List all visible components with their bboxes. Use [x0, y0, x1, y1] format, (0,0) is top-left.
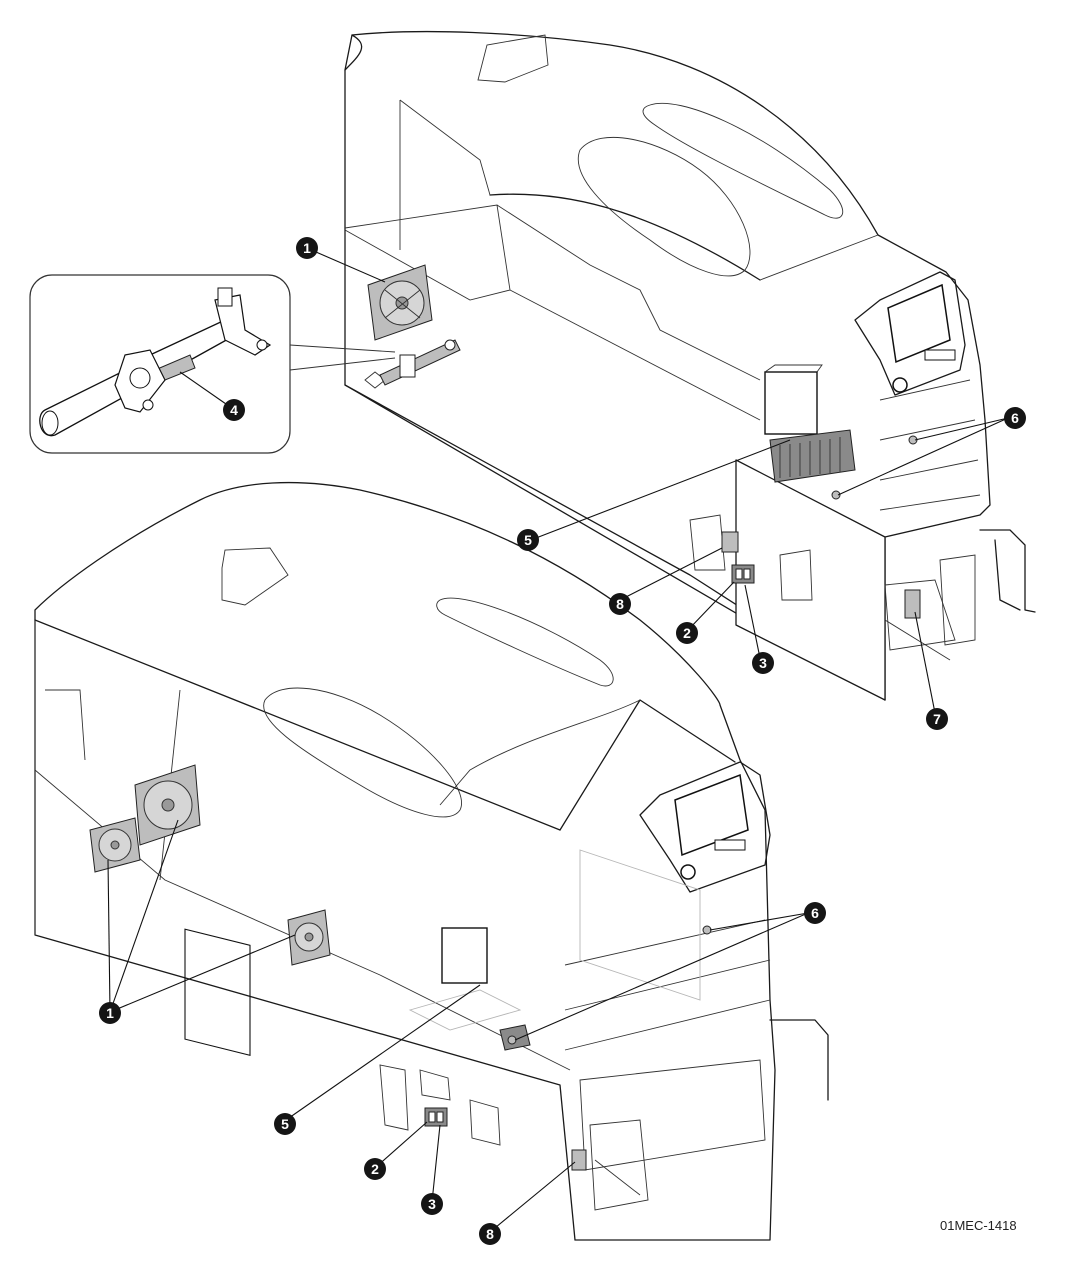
detail-inset: [29, 274, 396, 454]
lower-switch: [424, 1107, 448, 1127]
callout-7-label: 7: [933, 711, 941, 727]
upper-actuator: [364, 339, 461, 389]
upper-instrument: [344, 30, 1036, 701]
callout-2-lower-label: 2: [371, 1161, 379, 1177]
lower-fan-small: [89, 817, 141, 873]
callout-8-upper: 8: [609, 593, 631, 615]
callout-6-upper-label: 6: [1011, 410, 1019, 426]
callout-4: 4: [223, 399, 245, 421]
callout-1-upper-label: 1: [303, 240, 311, 256]
callout-2-lower: 2: [364, 1158, 386, 1180]
lower-part-8: [571, 1149, 587, 1171]
lower-fan-side: [287, 909, 331, 966]
leader-lines: [107, 251, 1009, 1233]
callout-8-upper-label: 8: [616, 596, 624, 612]
callout-3-upper: 3: [752, 652, 774, 674]
lower-instrument: [34, 481, 829, 1241]
upper-sensor-6b: [831, 490, 841, 500]
lower-sensor-6b: [507, 1035, 517, 1045]
callout-3-upper-label: 3: [759, 655, 767, 671]
figure-id-label: 01MEC-1418: [940, 1218, 1017, 1233]
callout-6-lower: 6: [804, 902, 826, 924]
callout-4-label: 4: [230, 402, 238, 418]
callout-5-upper-label: 5: [524, 532, 532, 548]
callout-5-lower-label: 5: [281, 1116, 289, 1132]
callout-8-lower: 8: [479, 1223, 501, 1245]
lower-fan-large: [134, 764, 201, 846]
callout-6-upper: 6: [1004, 407, 1026, 429]
callout-1-lower: 1: [99, 1002, 121, 1024]
callout-3-lower: 3: [421, 1193, 443, 1215]
callout-5-lower: 5: [274, 1113, 296, 1135]
upper-switch: [731, 564, 755, 584]
callout-2-upper-label: 2: [683, 625, 691, 641]
callout-1-upper: 1: [296, 237, 318, 259]
callout-2-upper: 2: [676, 622, 698, 644]
callout-6-lower-label: 6: [811, 905, 819, 921]
callout-8-lower-label: 8: [486, 1226, 494, 1242]
callout-3-lower-label: 3: [428, 1196, 436, 1212]
lower-sensor-6a: [702, 925, 712, 935]
upper-fan: [367, 264, 433, 341]
upper-part-8: [721, 531, 739, 553]
callout-7: 7: [926, 708, 948, 730]
callout-5-upper: 5: [517, 529, 539, 551]
callout-1-lower-label: 1: [106, 1005, 114, 1021]
